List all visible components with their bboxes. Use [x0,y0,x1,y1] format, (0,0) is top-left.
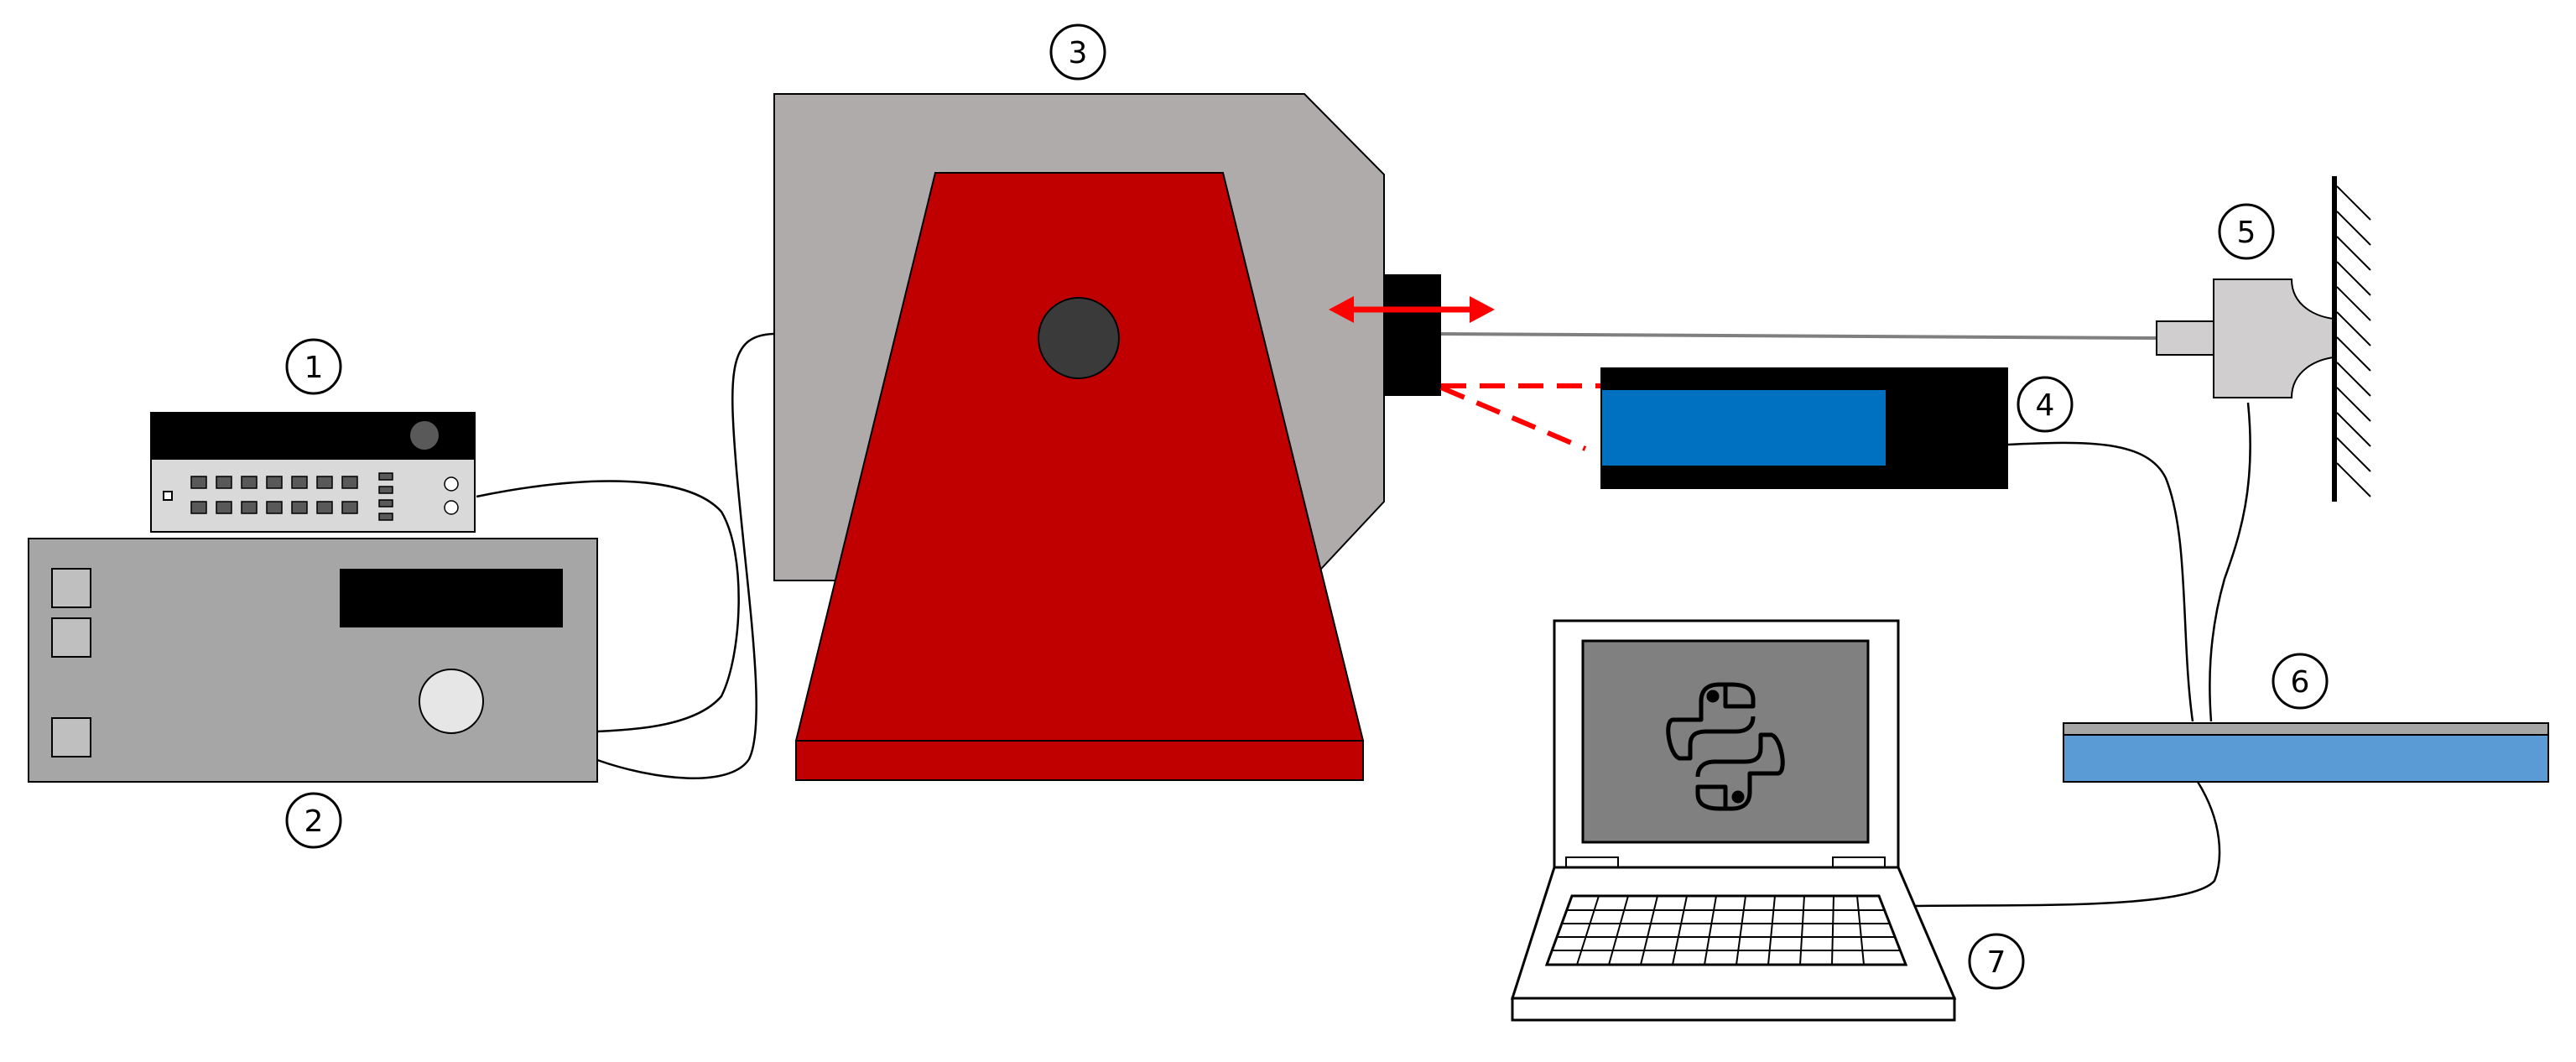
generator-power-switch [163,491,173,501]
cable-generator-amplifier [476,480,740,733]
laptop-keyboard [1544,894,1908,966]
impedance-head-body [2213,279,2335,398]
shaker-pivot [1038,297,1120,379]
function-generator [150,412,476,533]
laptop-screen [1581,639,1870,844]
python-logo-icon [1666,682,1785,811]
label-3-circle [1049,23,1106,81]
amplifier-display [340,569,563,627]
laser-beam [1439,383,1600,451]
sensor-window [1602,390,1886,466]
fixed-wall [2332,176,2371,502]
laptop [1510,619,1957,1022]
generator-knob [410,421,439,450]
generator-output-1 [444,476,459,492]
number-labels [285,23,2329,990]
label-1: 1 [304,351,324,385]
shaker-armature [1384,274,1441,396]
daq-top-strip [2063,722,2549,736]
cable-amplifier-shaker [596,332,774,780]
cable-daq-laptop [1913,781,2221,908]
data-acquisition-system [2063,722,2549,783]
label-4-circle [2017,376,2074,433]
power-amplifier [28,538,598,783]
generator-output-2 [444,500,459,515]
laptop-keyboard-grid [1552,895,1901,966]
label-2-circle [285,792,342,849]
label-5-circle [2218,203,2275,260]
impedance-head [2156,279,2335,398]
label-3: 3 [1069,36,1088,70]
laser-displacement-sensor [1600,367,2008,489]
label-2: 2 [304,804,324,839]
amplifier-knob [419,669,484,734]
label-4: 4 [2036,388,2055,423]
cable-sensor-daq [2007,441,2194,722]
impedance-head-stud [2156,320,2214,356]
amplifier-button-2 [51,617,91,658]
label-7-circle [1968,933,2025,990]
label-5: 5 [2237,216,2256,250]
label-6: 6 [2291,665,2310,700]
double-arrow-icon [1329,296,1495,323]
cable-impedance-daq [2209,402,2251,722]
cables [476,332,2251,908]
shaker-base-plate [795,740,1364,781]
electrodynamic-shaker [773,93,1441,781]
amplifier-button-3 [51,717,91,757]
daq-body [2063,734,2549,783]
label-6-circle [2272,653,2329,710]
amplifier-button-1 [51,568,91,608]
generator-keypad [190,472,393,521]
stinger-rod [1440,332,2157,340]
label-1-circle [285,338,342,395]
label-7: 7 [1987,945,2006,980]
laptop-front-edge [1511,997,1956,1022]
